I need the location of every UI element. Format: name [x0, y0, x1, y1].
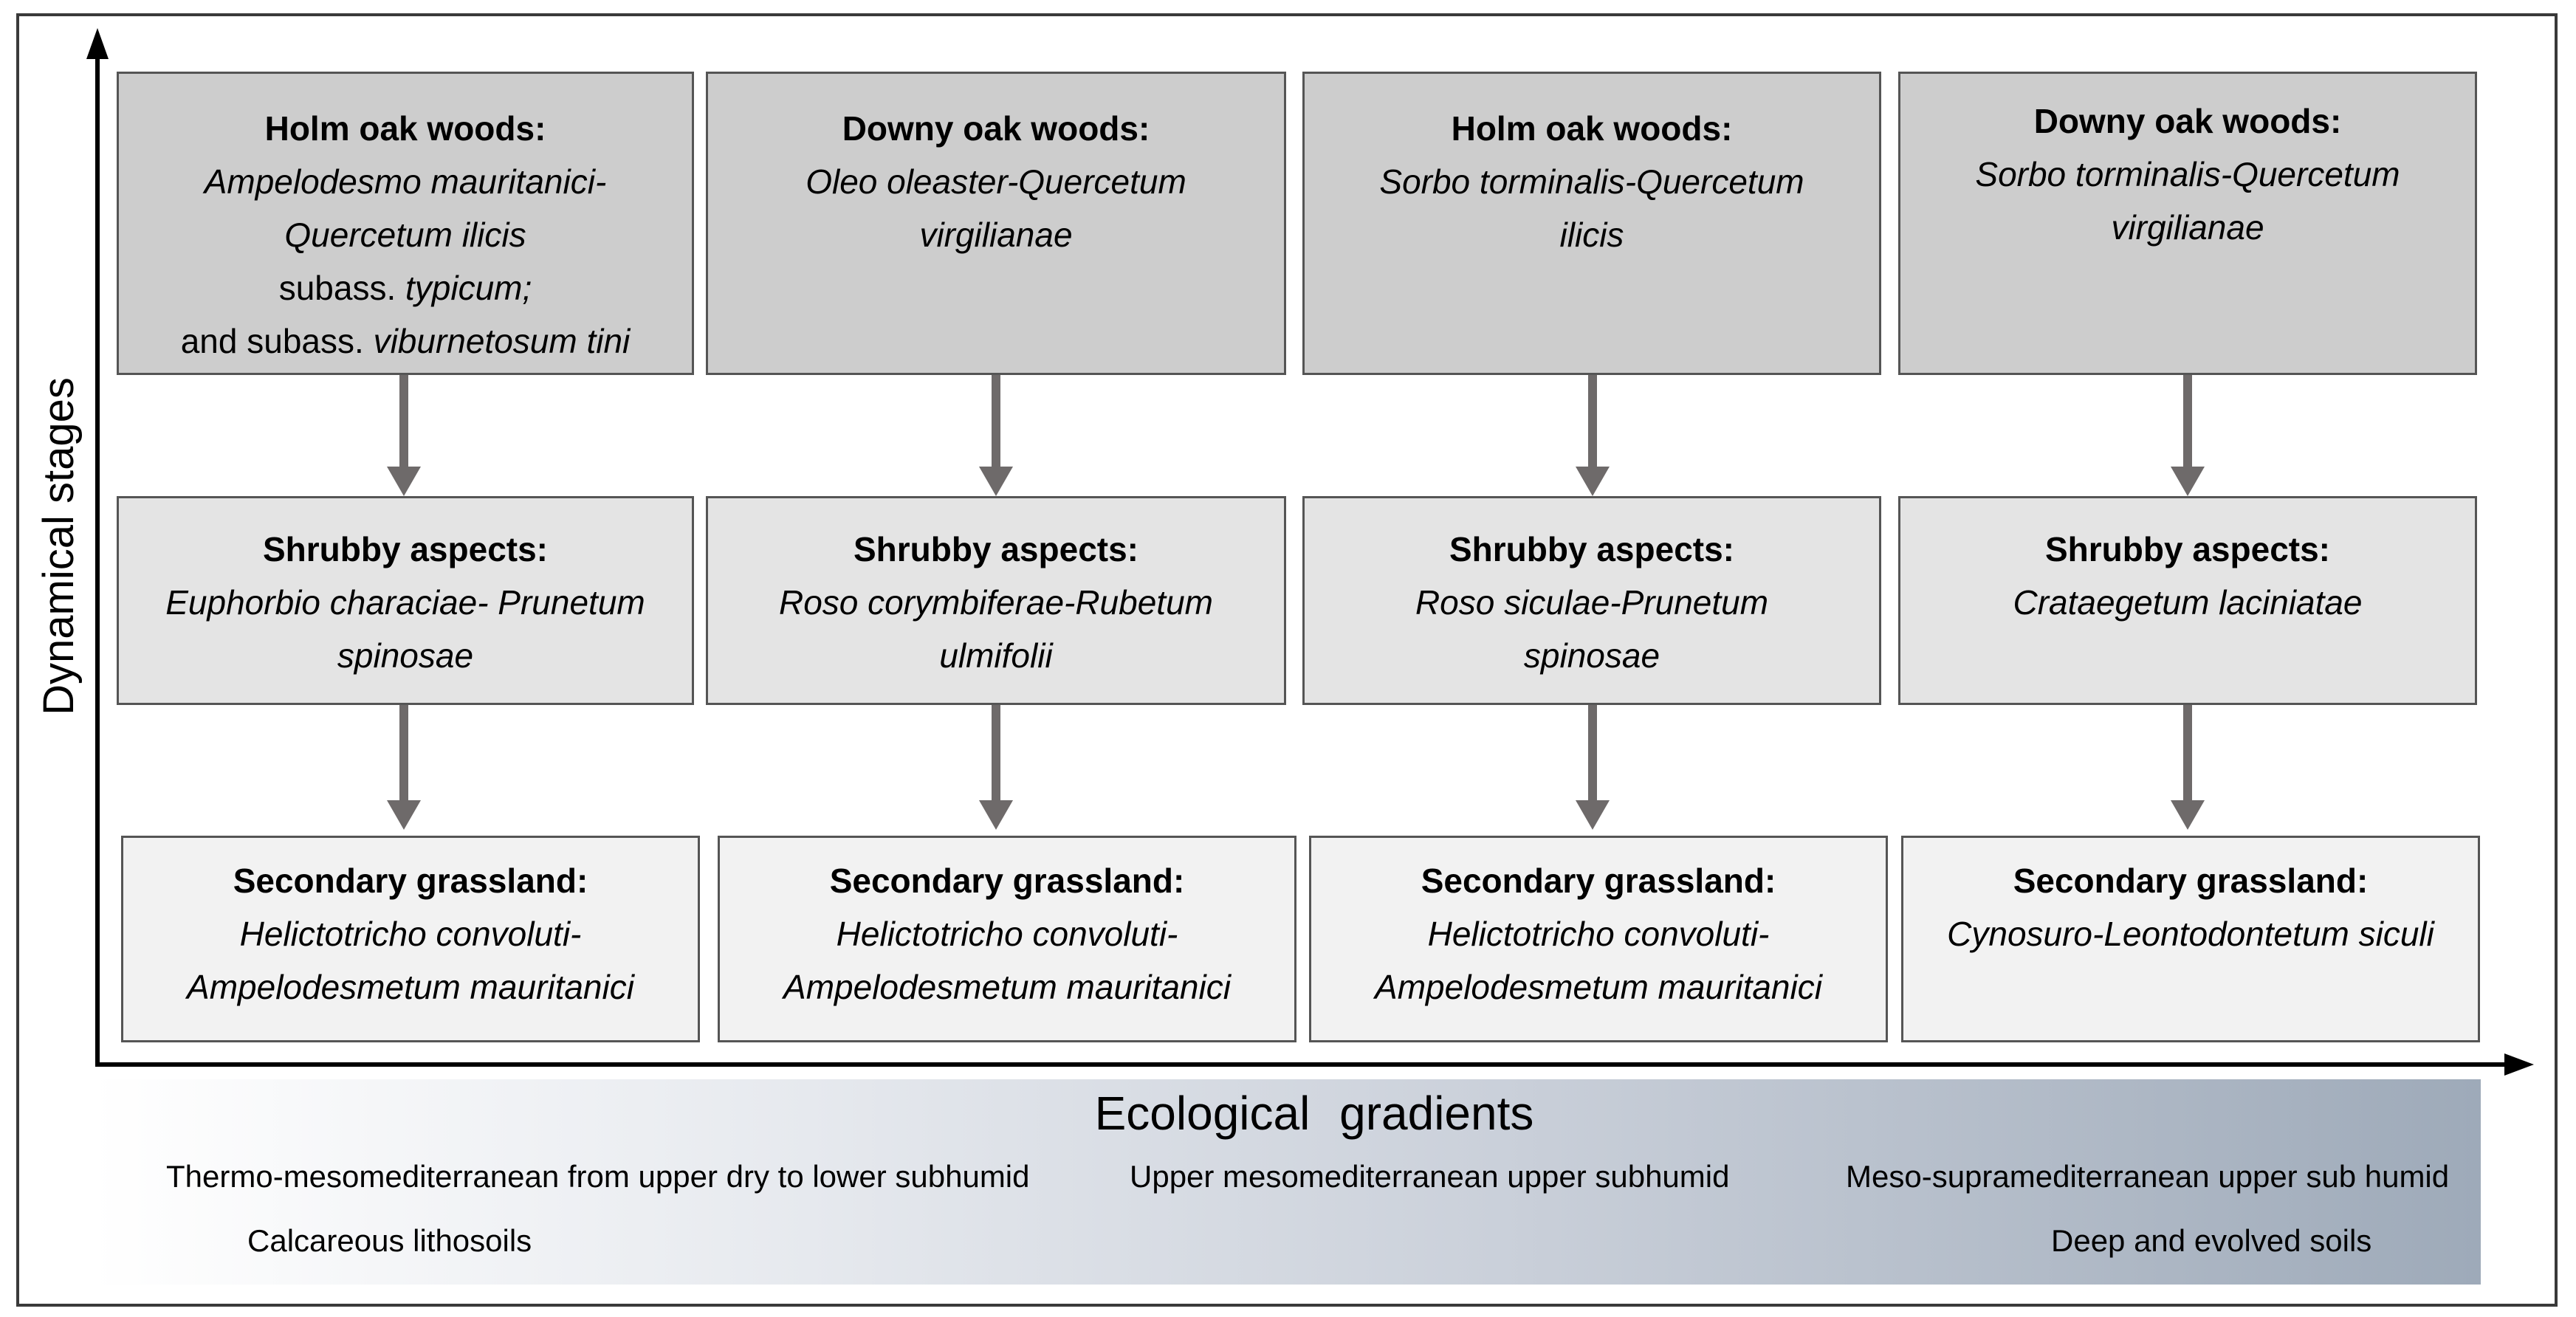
ecological-gradient-band: [92, 1079, 2481, 1285]
shrub-heading-4: Shrubby aspects:: [2045, 530, 2330, 568]
arrowhead-woods-to-shrub-3: [1576, 467, 1610, 496]
woods-syntaxon-line1-4: Sorbo torminalis-Quercetum: [1975, 155, 2400, 193]
woods-box-4: Downy oak woods: Sorbo torminalis-Querce…: [1898, 72, 2477, 375]
woods-syntaxon-line1-2: Oleo oleaster-Quercetum: [806, 162, 1186, 201]
grass-box-2: Secondary grassland: Helictotricho convo…: [718, 836, 1296, 1042]
x-axis-arrowhead: [2504, 1053, 2534, 1076]
shrub-syntaxon-line1-2: Roso corymbiferae-Rubetum: [778, 583, 1213, 622]
climate-right-label: Meso-supramediterranean upper sub humid: [1846, 1159, 2450, 1194]
grass-syntaxon-line2-2: Ampelodesmetum mauritanici: [783, 968, 1231, 1006]
climate-left-label: Thermo-mesomediterranean from upper dry …: [166, 1159, 1030, 1194]
arrowhead-woods-to-shrub-2: [979, 467, 1013, 496]
arrowhead-shrub-to-grass-1: [387, 800, 421, 830]
grass-syntaxon-line1-4: Cynosuro-Leontodontetum siculi: [1947, 915, 2434, 953]
woods-subass-line1-1: subass. typicum;: [278, 269, 532, 307]
grass-syntaxon-line2-1: Ampelodesmetum mauritanici: [187, 968, 634, 1006]
shrub-syntaxon-line2-2: ulmifolii: [939, 636, 1053, 675]
grass-heading-4: Secondary grassland:: [2013, 862, 2369, 900]
shrub-syntaxon-line1-3: Roso siculae-Prunetum: [1415, 583, 1769, 622]
shrub-heading-1: Shrubby aspects:: [263, 530, 548, 568]
shrub-heading-3: Shrubby aspects:: [1449, 530, 1734, 568]
shrub-syntaxon-line2-3: spinosae: [1523, 636, 1660, 675]
woods-syntaxon-line1-3: Sorbo torminalis-Quercetum: [1379, 162, 1804, 201]
arrowhead-shrub-to-grass-4: [2171, 800, 2205, 830]
shrub-syntaxon-line1-4: Crataegetum laciniatae: [2013, 583, 2363, 622]
soil-left-label: Calcareous lithosoils: [247, 1223, 532, 1258]
shrub-syntaxon-line1-1: Euphorbio characiae- Prunetum: [165, 583, 645, 622]
grass-syntaxon-line2-3: Ampelodesmetum mauritanici: [1375, 968, 1822, 1006]
woods-heading-1: Holm oak woods:: [264, 109, 546, 148]
woods-syntaxon-line2-1: Quercetum ilicis: [284, 216, 526, 254]
shrub-syntaxon-line2-1: spinosae: [337, 636, 474, 675]
shrub-box-2: Shrubby aspects: Roso corymbiferae-Rubet…: [706, 496, 1286, 705]
grass-heading-3: Secondary grassland:: [1421, 862, 1776, 900]
grass-syntaxon-line1-1: Helictotricho convoluti-: [239, 915, 582, 953]
woods-heading-2: Downy oak woods:: [842, 109, 1150, 148]
shrub-heading-2: Shrubby aspects:: [853, 530, 1138, 568]
woods-syntaxon-line1-1: Ampelodesmo mauritanici-: [204, 162, 607, 201]
woods-subass-line2-1: and subass. viburnetosum tini: [180, 322, 631, 360]
woods-heading-4: Downy oak woods:: [2033, 102, 2342, 140]
woods-box-1: Holm oak woods: Ampelodesmo mauritanici-…: [117, 72, 694, 375]
diagram-frame: [16, 13, 2558, 1307]
shrub-box-1: Shrubby aspects: Euphorbio characiae- Pr…: [117, 496, 694, 705]
arrowhead-woods-to-shrub-1: [387, 467, 421, 496]
climate-mid-label: Upper mesomediterranean upper subhumid: [1130, 1159, 1730, 1194]
grass-heading-1: Secondary grassland:: [233, 862, 588, 900]
arrowhead-shrub-to-grass-2: [979, 800, 1013, 830]
woods-syntaxon-line2-3: ilicis: [1559, 216, 1624, 254]
y-axis-label: Dynamical stages: [35, 377, 83, 715]
x-axis-label: Ecological gradients: [1094, 1087, 1534, 1140]
grass-box-1: Secondary grassland: Helictotricho convo…: [121, 836, 700, 1042]
grass-heading-2: Secondary grassland:: [829, 862, 1185, 900]
grass-box-3: Secondary grassland: Helictotricho convo…: [1309, 836, 1888, 1042]
grass-syntaxon-line1-2: Helictotricho convoluti-: [836, 915, 1178, 953]
woods-syntaxon-line2-2: virgilianae: [919, 216, 1073, 254]
grass-box-4: Secondary grassland: Cynosuro-Leontodont…: [1901, 836, 2480, 1042]
shrub-box-4: Shrubby aspects: Crataegetum laciniatae: [1898, 496, 2477, 705]
soil-right-label: Deep and evolved soils: [2051, 1223, 2372, 1258]
woods-box-3: Holm oak woods: Sorbo torminalis-Quercet…: [1302, 72, 1881, 375]
woods-heading-3: Holm oak woods:: [1451, 109, 1733, 148]
grass-syntaxon-line1-3: Helictotricho convoluti-: [1427, 915, 1770, 953]
woods-syntaxon-line2-4: virgilianae: [2111, 208, 2264, 247]
y-axis-arrowhead: [86, 28, 109, 59]
shrub-box-3: Shrubby aspects: Roso siculae-Prunetum s…: [1302, 496, 1881, 705]
woods-box-2: Downy oak woods: Oleo oleaster-Quercetum…: [706, 72, 1286, 375]
arrowhead-shrub-to-grass-3: [1576, 800, 1610, 830]
arrowhead-woods-to-shrub-4: [2171, 467, 2205, 496]
